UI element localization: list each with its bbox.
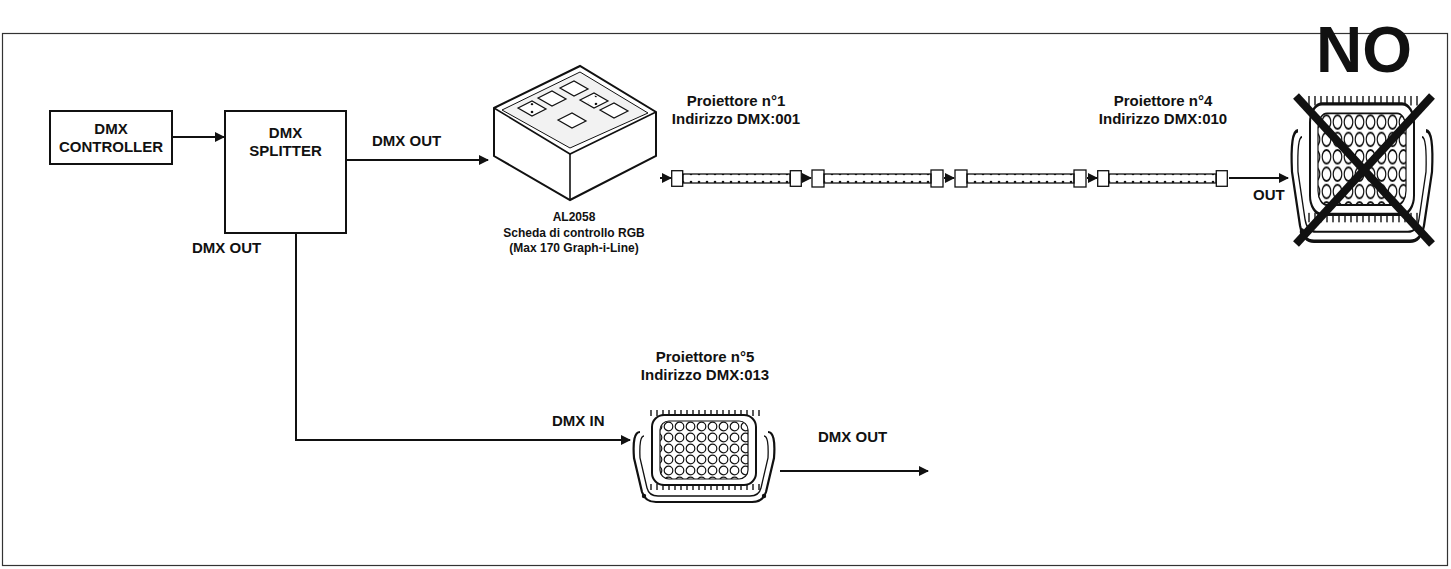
warning-word: NO [1288, 18, 1440, 82]
text-group: Proiettore n°4 Indirizzo DMX:010 [1097, 92, 1229, 128]
led-bar-node: Proiettore n°4 Indirizzo DMX:010 [1097, 92, 1229, 188]
signal-label: DMX OUT [816, 428, 889, 445]
drawing-part [1310, 104, 1414, 215]
drawing-part [518, 81, 628, 128]
frame [3, 34, 1448, 566]
drawing-part [642, 494, 646, 498]
drawing-part [683, 174, 790, 183]
drawing-part [560, 81, 588, 96]
drawing-part [558, 113, 586, 128]
signal-label: DMX OUT [370, 132, 443, 149]
forbidden-cross [1288, 90, 1440, 250]
drawing-part [652, 415, 756, 485]
projector-node: Proiettore n°5 Indirizzo DMX:013 [630, 348, 780, 508]
box-label: DMX SPLITTER [234, 124, 337, 160]
text-group: AL2058Scheda di controllo RGB (Max 170 G… [488, 210, 660, 255]
fixture-caption: Scheda di controllo RGB (Max 170 Graph-i… [494, 226, 654, 255]
drawing-part [521, 103, 543, 114]
drawing-part [494, 66, 656, 200]
signal-label: DMX IN [550, 412, 607, 429]
dmx-cable [347, 159, 488, 161]
led-bar [812, 170, 943, 187]
drawing-part [538, 91, 566, 106]
drawing-part [521, 95, 605, 114]
fixture-caption: Proiettore n°1 Indirizzo DMX:001 [671, 92, 801, 128]
drawing-part [967, 174, 1074, 183]
forbidden-projector: NO [1288, 18, 1440, 250]
text-group: DMX CONTROLLER [51, 120, 171, 156]
dmx-cable [296, 234, 630, 440]
box-label: DMX CONTROLLER [59, 120, 163, 156]
fixture-caption: Proiettore n°5 Indirizzo DMX:013 [630, 348, 780, 384]
led-bar [955, 170, 1086, 187]
bar-link [780, 178, 1097, 471]
signal-label: DMX OUT [190, 239, 263, 256]
drawing-part [931, 170, 943, 187]
drawing-part [1074, 170, 1086, 187]
text-group: NO [1288, 18, 1440, 82]
signal-label: OUT [1251, 186, 1287, 203]
led-bar-node: Proiettore n°1 Indirizzo DMX:001 [671, 92, 801, 188]
dmx-cable [1229, 177, 1288, 179]
drawing-part [824, 174, 931, 183]
led-bar [1097, 170, 1228, 187]
text-group: DMX SPLITTER [226, 124, 345, 160]
drawing-part [583, 95, 605, 106]
drawing-part [502, 72, 648, 148]
projector-drawing [630, 410, 778, 505]
dmx-cable [660, 177, 671, 179]
fixture-caption: AL2058 [494, 210, 654, 224]
drawing-part [1087, 177, 1097, 179]
fixture-caption: Proiettore n°4 Indirizzo DMX:010 [1098, 92, 1228, 128]
drawing-part [580, 93, 608, 108]
control-board [488, 60, 660, 205]
drawing-part [672, 171, 683, 187]
drawing-part [812, 170, 824, 187]
drawing-part [518, 101, 546, 116]
led-bar [671, 170, 802, 187]
drawing-part [1318, 113, 1406, 205]
control-board-node: AL2058Scheda di controllo RGB (Max 170 G… [488, 60, 660, 252]
drawing-part [1296, 96, 1432, 244]
drawing-part [1109, 174, 1216, 183]
drawing-part [955, 170, 967, 187]
drawing-part [1216, 171, 1227, 187]
dmx-cable [173, 136, 224, 138]
drawing-part [801, 177, 811, 179]
drawing-part [790, 171, 801, 187]
drawing-part [569, 154, 571, 200]
text-group: Proiettore n°5 Indirizzo DMX:013 [630, 348, 780, 384]
controller-box: DMX CONTROLLER [49, 110, 173, 165]
drawing-part [762, 494, 766, 498]
drawing-part [600, 103, 628, 118]
splitter-box: DMX SPLITTER [224, 110, 347, 234]
drawing-part [1098, 171, 1109, 187]
drawing-part [944, 177, 954, 179]
text-group: Proiettore n°1 Indirizzo DMX:001 [671, 92, 801, 128]
drawing-part [660, 421, 748, 479]
drawing-part [780, 470, 928, 472]
drawing-part [1296, 96, 1432, 244]
